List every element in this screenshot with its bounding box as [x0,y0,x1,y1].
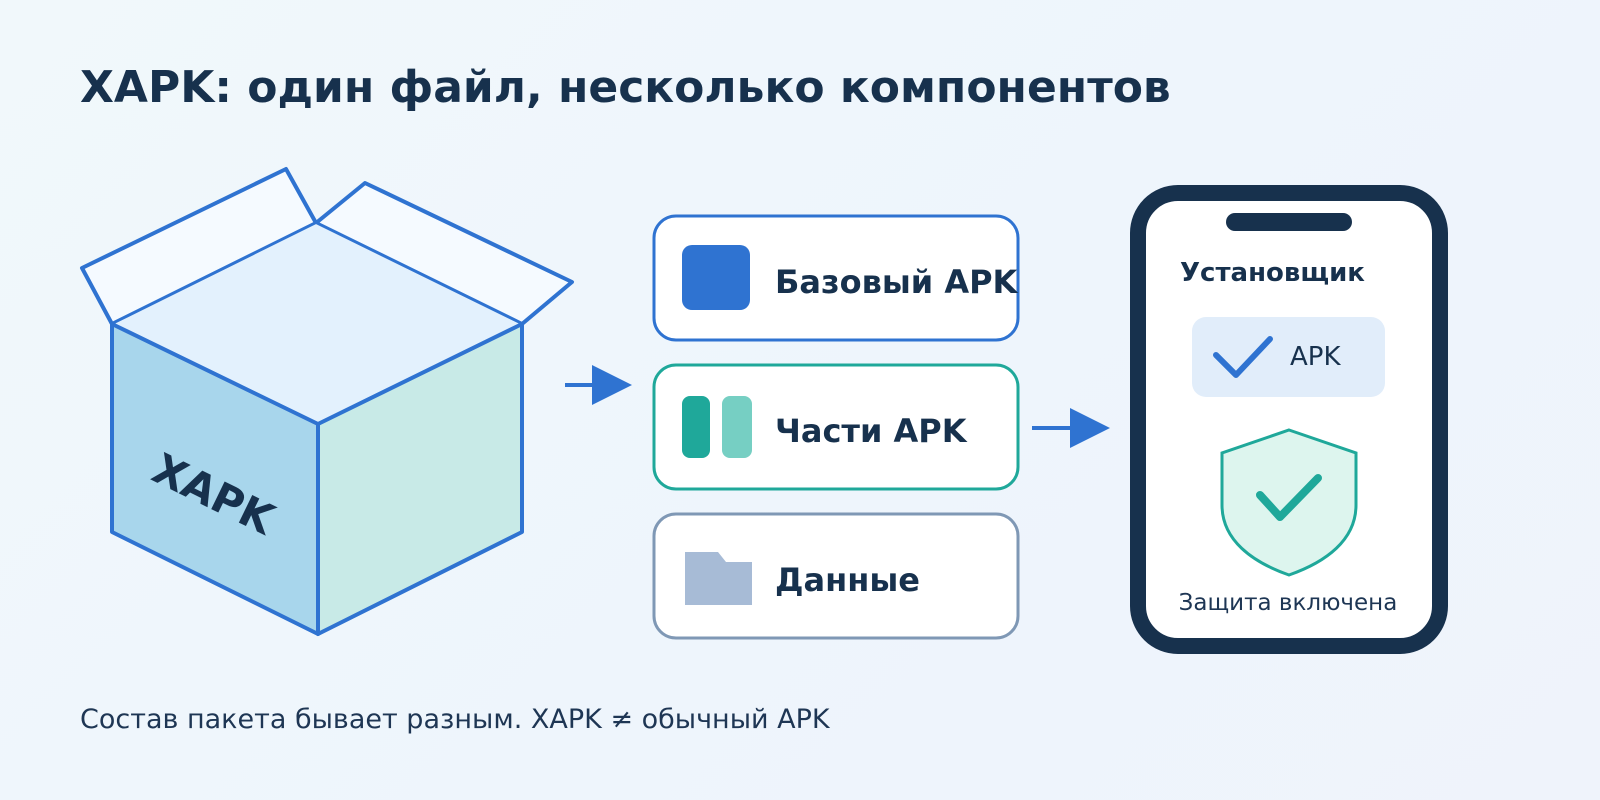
folder-icon [685,552,752,605]
card-data-frame [652,512,1020,640]
split-apks-icon [682,396,752,458]
installer-title: Установщик [1180,258,1365,288]
protection-status-label: Защита включена [1179,590,1398,616]
phone-speaker [1226,213,1352,231]
apk-badge-label: APK [1290,342,1341,372]
page-title: XAPK: один файл, несколько компонентов [80,62,1171,113]
shield-checkmark-icon [1256,474,1322,521]
caption: Состав пакета бывает разным. XAPK ≠ обыч… [80,704,830,735]
base-apk-label: Базовый APK [775,263,1019,301]
component-card-data: Данные [652,512,1020,640]
xapk-box-illustration: XAPK [80,167,574,636]
phone-installer: Установщик APK Защита включена [1130,185,1448,654]
phone-frame [1130,185,1448,654]
component-card-base-apk: Базовый APK [652,214,1020,342]
base-apk-icon [682,245,750,310]
checkmark-icon [1213,336,1273,378]
component-card-split-apks: Части APK [652,363,1020,491]
data-label: Данные [775,561,920,599]
apk-check-badge [1192,317,1385,397]
card-split-apks-frame [652,363,1020,491]
box-right-face [316,322,524,636]
split-apks-label: Части APK [775,412,968,450]
